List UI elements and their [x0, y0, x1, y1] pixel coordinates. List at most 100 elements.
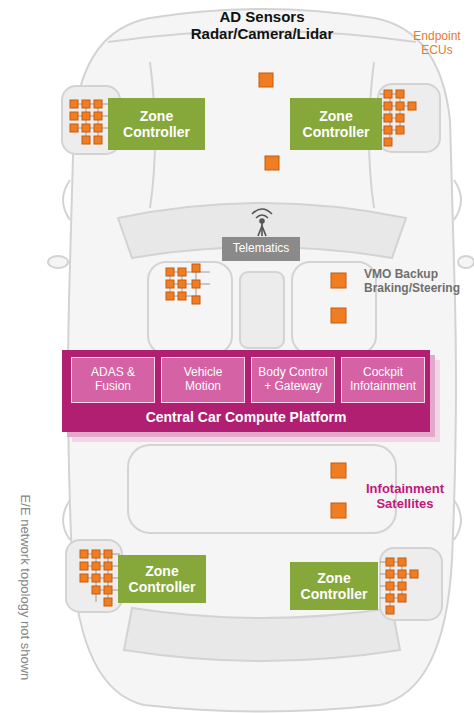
endpoint-ecu — [331, 463, 346, 478]
zone-controller-box: Zone Controller — [290, 562, 378, 610]
endpoint-ecu — [192, 264, 200, 272]
box-label: Zone Controller — [112, 108, 201, 140]
box-label: Zone Controller — [294, 108, 378, 140]
ecu-wire — [380, 558, 416, 610]
car-outline — [378, 84, 440, 152]
endpoint-ecu — [398, 594, 406, 602]
endpoint-ecu — [384, 114, 392, 122]
endpoint-ecu — [386, 558, 394, 566]
endpoint-ecu — [178, 268, 186, 276]
car-outline — [63, 180, 70, 220]
compute-domain-box: Vehicle Motion — [161, 357, 245, 403]
endpoint-ecu — [384, 138, 392, 146]
telematics-box: Telematics — [222, 237, 300, 261]
endpoint-ecu — [104, 562, 112, 570]
box-label: Cockpit Infotainment — [346, 366, 420, 394]
ecu-wire — [80, 550, 120, 602]
antenna-icon — [260, 219, 264, 223]
compute-domain-box: Body Control + Gateway — [251, 357, 335, 403]
zone-controller-box: Zone Controller — [118, 555, 206, 603]
car-outline — [128, 445, 396, 533]
car-outline — [292, 262, 376, 354]
endpoint-ecu — [104, 574, 112, 582]
endpoint-ecu — [92, 550, 100, 558]
antenna-icon — [258, 226, 266, 236]
endpoint-ecu — [396, 102, 404, 110]
antenna-icon — [256, 215, 268, 218]
endpoint-ecu — [398, 582, 406, 590]
endpoint-ecu — [94, 100, 102, 108]
box-label: Telematics — [233, 242, 290, 256]
ecu-wire — [166, 264, 210, 300]
endpoint-ecu — [396, 114, 404, 122]
car-outline — [48, 9, 474, 712]
endpoint-ecu — [396, 126, 404, 134]
endpoint-ecu — [104, 586, 112, 594]
endpoint-ecu — [396, 90, 404, 98]
endpoint-ecu — [104, 550, 112, 558]
endpoint-ecu — [331, 308, 346, 323]
box-label: Body Control + Gateway — [256, 366, 330, 394]
car-outline — [380, 548, 442, 620]
endpoint-ecu — [82, 124, 90, 132]
note-label: E/E network topology not shown — [18, 467, 33, 707]
endpoint-ecu — [410, 570, 418, 578]
car-outline — [66, 540, 122, 612]
sensor-label: AD Sensors Radar/Camera/Lidar — [177, 8, 347, 43]
endpoint-ecu — [408, 102, 416, 110]
car-outline — [458, 256, 474, 268]
endpoint-ecu — [398, 558, 406, 566]
box-label: Vehicle Motion — [166, 366, 240, 394]
endpoint-ecu — [94, 112, 102, 120]
endpoint-ecu — [80, 574, 88, 582]
endpoint-ecu — [398, 570, 406, 578]
car-outline — [240, 272, 284, 348]
endpoint-ecu — [384, 102, 392, 110]
backup-label: VMO Backup Braking/Steering — [364, 268, 470, 296]
antenna-icon — [252, 209, 272, 214]
endpoint-ecu — [386, 594, 394, 602]
endpoint-ecu — [82, 100, 90, 108]
endpoint-ecu — [92, 574, 100, 582]
box-label: Zone Controller — [294, 570, 374, 602]
endpoint-ecu — [259, 73, 273, 87]
antenna-icon — [252, 209, 272, 236]
endpoint-ecu — [80, 550, 88, 558]
car-outline — [63, 500, 70, 540]
endpoint-ecu — [178, 280, 186, 288]
car-outline — [454, 180, 461, 220]
satellite-label: Infotainment Satellites — [360, 482, 450, 512]
ecu-label: Endpoint ECUs — [406, 30, 468, 58]
car-outline — [454, 500, 461, 540]
endpoint-ecu — [94, 124, 102, 132]
car-outline — [118, 203, 406, 258]
endpoint-ecu — [104, 598, 112, 606]
endpoint-ecu — [386, 582, 394, 590]
endpoint-ecu — [166, 280, 174, 288]
compute-platform-band: Central Car Compute PlatformADAS & Fusio… — [62, 350, 430, 432]
endpoint-ecu — [386, 606, 394, 614]
platform-title: Central Car Compute Platform — [62, 409, 430, 425]
endpoint-ecu — [192, 280, 200, 288]
box-label: Zone Controller — [122, 563, 202, 595]
endpoint-ecu — [331, 273, 346, 288]
ecu-wire — [380, 90, 416, 142]
endpoint-ecu — [384, 90, 392, 98]
endpoint-ecu — [70, 124, 78, 132]
compute-domain-box: Cockpit Infotainment — [341, 357, 425, 403]
endpoint-ecu — [94, 136, 102, 144]
endpoint-ecu — [92, 586, 100, 594]
endpoint-ecu — [70, 112, 78, 120]
zone-controller-box: Zone Controller — [290, 98, 382, 150]
zone-controller-box: Zone Controller — [108, 98, 205, 150]
endpoint-ecu — [265, 156, 279, 170]
endpoint-ecu — [82, 112, 90, 120]
endpoint-ecu — [166, 268, 174, 276]
endpoint-ecu — [178, 292, 186, 300]
car-outline — [48, 256, 68, 268]
car-outline — [148, 262, 232, 354]
endpoint-ecu — [80, 562, 88, 570]
endpoint-ecu — [166, 292, 174, 300]
endpoint-ecu — [82, 136, 90, 144]
endpoint-ecu — [70, 73, 418, 614]
